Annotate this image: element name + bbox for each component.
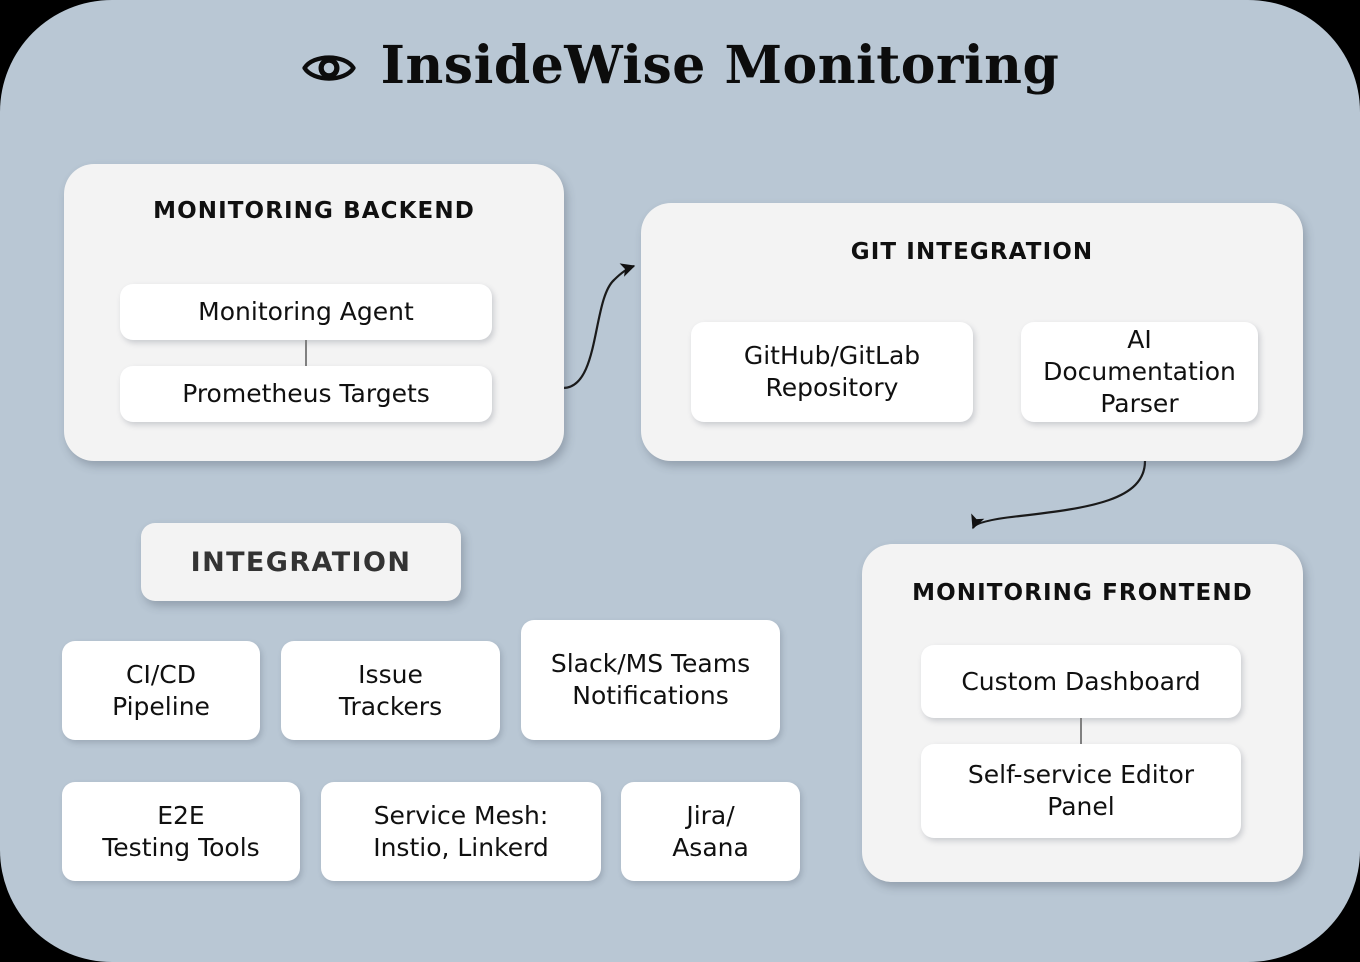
node-github-gitlab-repository[interactable]: GitHub/GitLab Repository: [691, 322, 973, 422]
page-title: InsideWise Monitoring: [0, 34, 1360, 96]
node-custom-dashboard[interactable]: Custom Dashboard: [921, 645, 1241, 718]
card-slack-ms-teams-notifications[interactable]: Slack/MS Teams Notifications: [521, 620, 780, 740]
panel-title-monitoring-frontend: MONITORING FRONTEND: [912, 580, 1253, 606]
card-issue-trackers[interactable]: Issue Trackers: [281, 641, 500, 740]
card-cicd-pipeline[interactable]: CI/CD Pipeline: [62, 641, 260, 740]
page-title-text: InsideWise Monitoring: [380, 34, 1060, 96]
panel-title-monitoring-backend: MONITORING BACKEND: [153, 198, 475, 224]
link-frontend-dashboard-to-editor: [1080, 718, 1082, 744]
node-prometheus-targets[interactable]: Prometheus Targets: [120, 366, 492, 422]
node-ai-documentation-parser[interactable]: AI Documentation Parser: [1021, 322, 1258, 422]
card-e2e-testing-tools[interactable]: E2E Testing Tools: [62, 782, 300, 881]
link-backend-agent-to-targets: [305, 340, 307, 366]
eye-icon: [301, 55, 356, 81]
integration-badge[interactable]: INTEGRATION: [141, 523, 461, 601]
card-service-mesh[interactable]: Service Mesh: Instio, Linkerd: [321, 782, 601, 881]
card-jira-asana[interactable]: Jira/ Asana: [621, 782, 800, 881]
panel-title-git-integration: GIT INTEGRATION: [850, 239, 1094, 265]
node-self-service-editor-panel[interactable]: Self-service Editor Panel: [921, 744, 1241, 838]
node-monitoring-agent[interactable]: Monitoring Agent: [120, 284, 492, 340]
